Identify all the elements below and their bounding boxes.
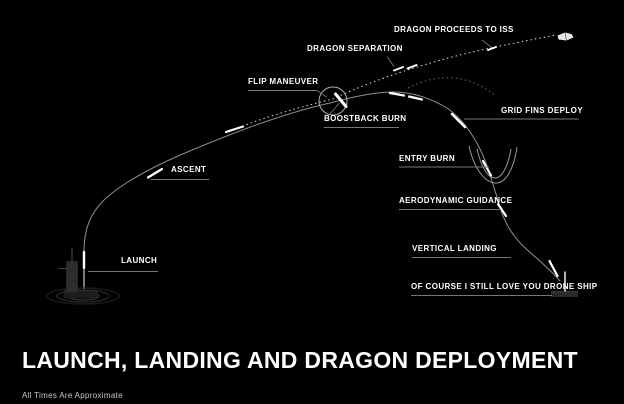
entry-burn-plume-icon (468, 145, 518, 184)
second-stage-dotted-arc (407, 77, 497, 97)
label-aerodynamic-guidance: AERODYNAMIC GUIDANCE (399, 196, 513, 205)
flip-maneuver-circle-icon (318, 86, 348, 116)
label-dragon-proceeds-to-iss: DRAGON PROCEEDS TO ISS (394, 25, 514, 34)
label-entry-burn: ENTRY BURN (399, 154, 456, 163)
label-pointer-lines (88, 39, 579, 296)
dragon-marker-icon (393, 46, 497, 72)
launch-pad-icon (46, 247, 120, 305)
label-drone-ship: OF COURSE I STILL LOVE YOU DRONE SHIP (411, 282, 598, 291)
footnote: All Times Are Approximate (22, 391, 123, 400)
label-flip-maneuver: FLIP MANEUVER (248, 77, 319, 86)
dragon-capsule-icon (557, 32, 574, 41)
label-vertical-landing: VERTICAL LANDING (412, 244, 497, 253)
label-boostback-burn: BOOSTBACK BURN (324, 114, 407, 123)
label-grid-fins-deploy: GRID FINS DEPLOY (501, 106, 583, 115)
drone-ship-icon (551, 271, 578, 297)
booster-trajectory-path (83, 91, 561, 289)
label-ascent: ASCENT (171, 165, 207, 174)
page-title: LAUNCH, LANDING AND DRAGON DEPLOYMENT (22, 347, 578, 373)
label-dragon-separation: DRAGON SEPARATION (307, 44, 403, 53)
label-launch: LAUNCH (121, 256, 158, 265)
rocket-marker-icon (82, 91, 559, 287)
